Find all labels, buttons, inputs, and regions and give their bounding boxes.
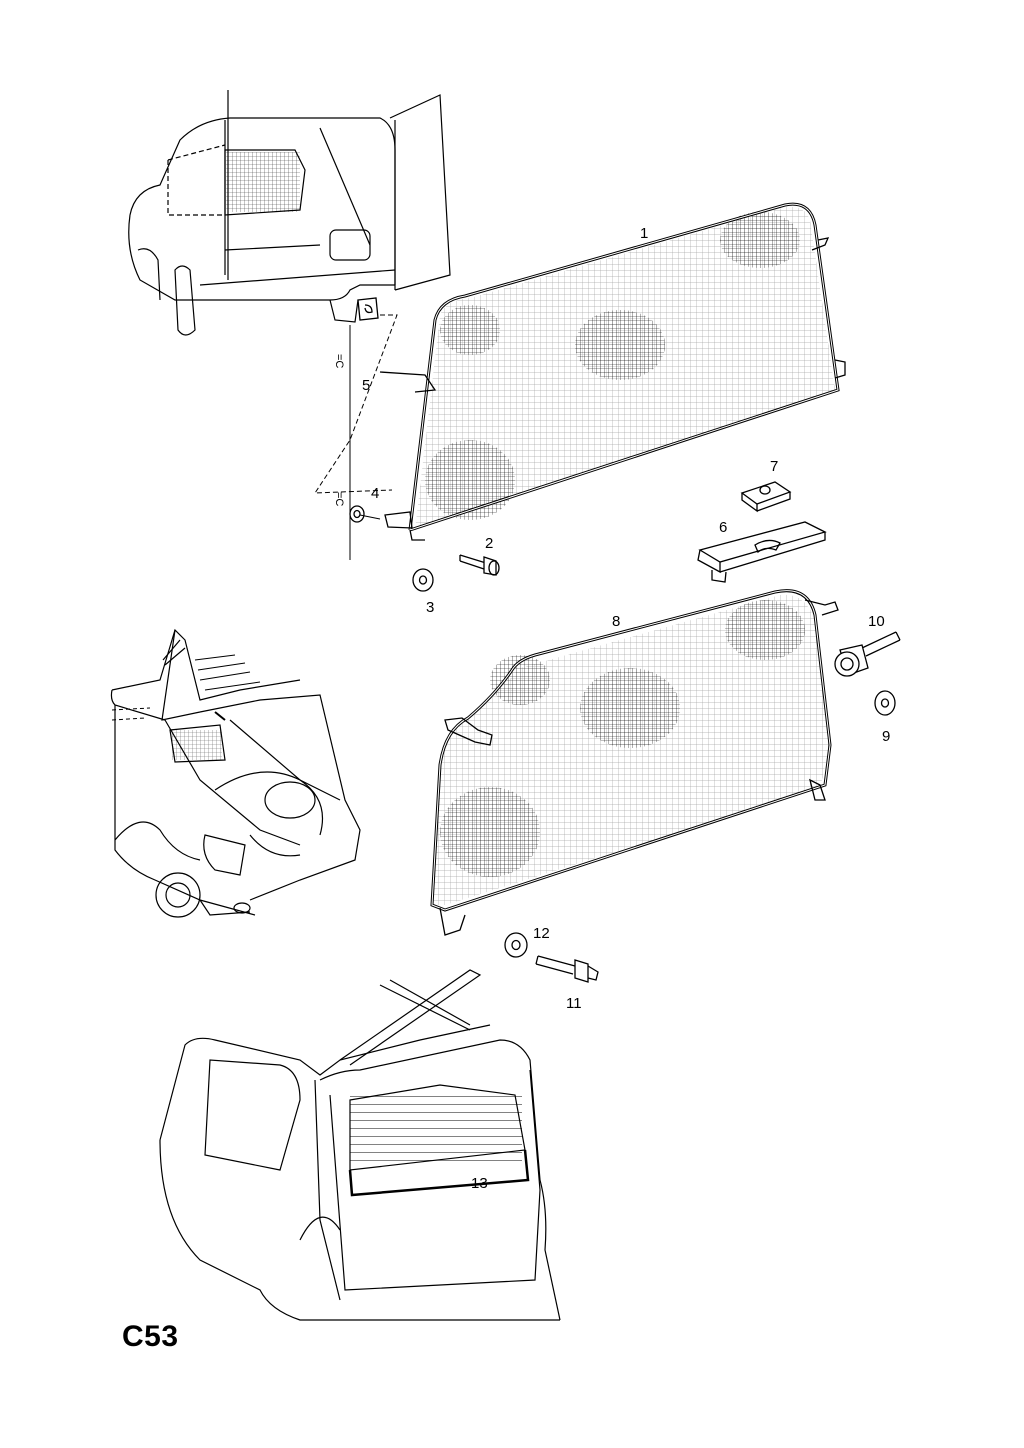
- page-code: C53: [122, 1320, 179, 1353]
- washer-part-9: [874, 690, 896, 716]
- net-partition-lower: [430, 589, 839, 936]
- bolt-part-10: [834, 631, 901, 677]
- callout-7: 7: [770, 458, 778, 475]
- svg-text:=C: =C: [333, 492, 345, 506]
- washer-part-3: [412, 568, 434, 592]
- callout-11: 11: [566, 995, 582, 1012]
- bracket-part-6: [697, 521, 827, 583]
- bolt-part-2: [459, 554, 500, 576]
- nut-clip-part-7: [740, 481, 792, 513]
- callout-13: 13: [471, 1175, 488, 1192]
- bolt-part-11: [535, 955, 599, 983]
- van-illustration: [128, 90, 451, 336]
- hatchback-window-lines: [111, 654, 261, 721]
- callout-4: 4: [371, 485, 379, 502]
- estate-illustration: [159, 969, 561, 1321]
- callout-leaders: [359, 514, 381, 520]
- callout-6: 6: [719, 519, 727, 536]
- callout-9: 9: [882, 728, 890, 745]
- callout-8: 8: [612, 613, 620, 630]
- callout-5: 5: [362, 377, 370, 394]
- callout-12: 12: [533, 925, 550, 942]
- net-partition-upper: [379, 202, 846, 541]
- svg-text:=C: =C: [333, 354, 345, 368]
- callout-1: 1: [640, 225, 648, 242]
- hatchback-illustration: [110, 628, 361, 918]
- clip-part-5: [357, 297, 379, 321]
- callout-3: 3: [426, 599, 434, 616]
- callout-10: 10: [868, 613, 885, 630]
- guide-lines: =C =C: [314, 314, 398, 560]
- washer-part-4: [349, 505, 365, 523]
- washer-part-12: [504, 932, 528, 958]
- callout-2: 2: [485, 535, 493, 552]
- van-window-mesh: [226, 152, 300, 212]
- cargo-cover-slats: [350, 1095, 522, 1165]
- hatchback-mesh: [172, 730, 222, 760]
